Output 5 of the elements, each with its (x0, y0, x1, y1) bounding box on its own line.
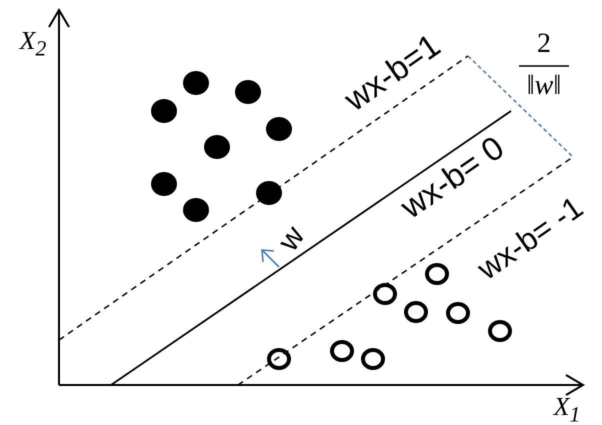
fraction-numerator: 2 (537, 30, 551, 58)
vector-label: w (274, 222, 310, 256)
axis-label: X$_{2}$ (20, 28, 46, 60)
axis-label: X$_{1}$ (554, 394, 580, 425)
fraction-denominator: ‖w‖ (526, 72, 562, 100)
